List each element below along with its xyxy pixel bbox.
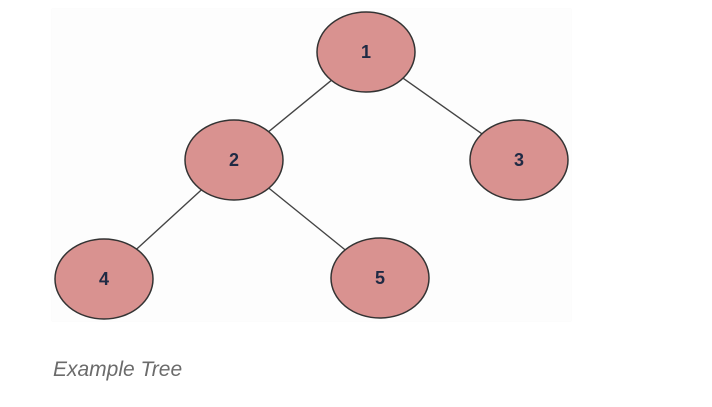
edge-1-2 bbox=[268, 79, 332, 133]
tree-nodes: 1 2 3 4 5 bbox=[54, 11, 569, 320]
node-ellipse-2 bbox=[184, 119, 284, 201]
node-ellipse-5 bbox=[330, 237, 430, 319]
node-label-4: 4 bbox=[99, 269, 109, 289]
node-label-1: 1 bbox=[361, 42, 371, 62]
edge-2-4 bbox=[136, 189, 202, 250]
figure-caption: Example Tree bbox=[53, 358, 183, 381]
edge-1-3 bbox=[402, 77, 483, 135]
edge-2-5 bbox=[268, 187, 346, 251]
tree-node-3: 3 bbox=[469, 119, 569, 201]
tree-node-5: 5 bbox=[330, 237, 430, 319]
tree-node-4: 4 bbox=[54, 238, 154, 320]
node-label-3: 3 bbox=[514, 150, 524, 170]
node-label-2: 2 bbox=[229, 150, 239, 170]
tree-node-2: 2 bbox=[184, 119, 284, 201]
node-label-5: 5 bbox=[375, 268, 385, 288]
tree-node-1: 1 bbox=[316, 11, 416, 93]
node-ellipse-1 bbox=[316, 11, 416, 93]
node-ellipse-4 bbox=[54, 238, 154, 320]
tree-edges bbox=[136, 77, 483, 251]
node-ellipse-3 bbox=[469, 119, 569, 201]
